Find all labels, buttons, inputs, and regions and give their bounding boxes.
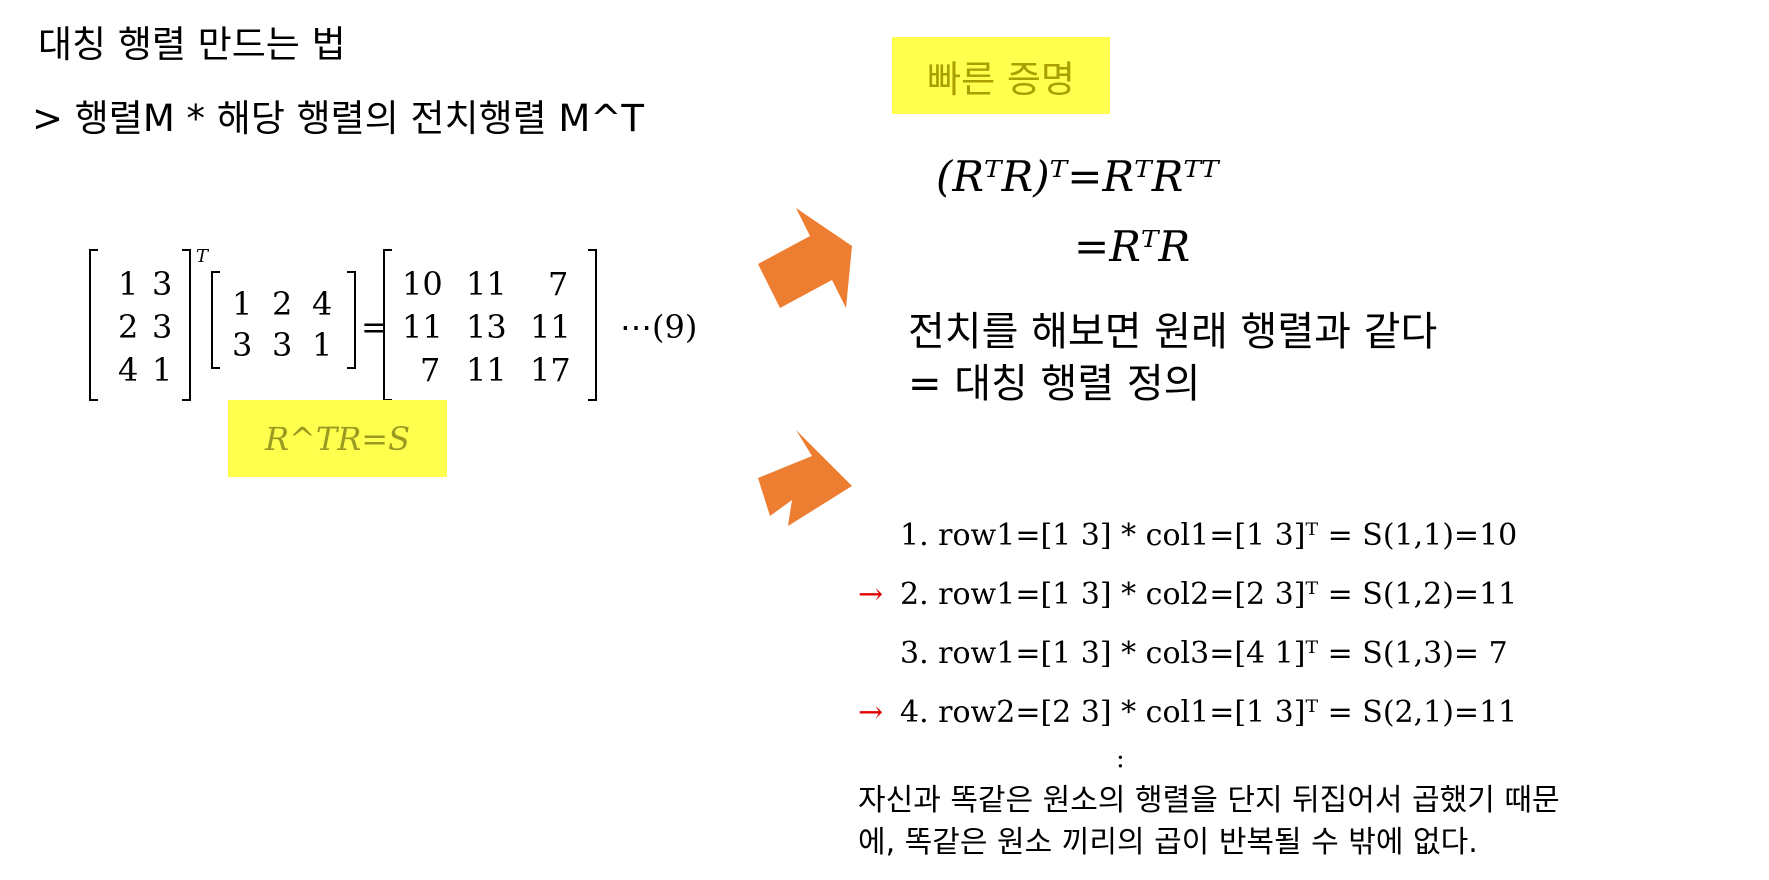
matrix-equals: =: [361, 308, 388, 346]
note-line-1: 자신과 똑같은 원소의 행렬을 단지 뒤집어서 곱했기 때문: [858, 783, 1560, 818]
red-arrow-icon: →: [858, 695, 884, 730]
proof-conclusion-1: 전치를 해보면 원래 행렬과 같다: [908, 309, 1438, 355]
proof-formula-line1: (RᵀR)ᵀ=RᵀRᵀᵀ: [936, 152, 1219, 201]
red-arrow-icon: →: [858, 577, 884, 612]
proof-formula-line2: =RᵀR: [1074, 222, 1191, 271]
matrix-c-2-1: 11: [466, 351, 507, 389]
matrix-c-0-1: 11: [466, 265, 507, 303]
matrix-a-1-0: 2: [118, 308, 138, 346]
matrix-b-0-1: 2: [272, 285, 292, 323]
equation-label: ⋯(9): [620, 308, 697, 346]
note: 자신과 똑같은 원소의 행렬을 단지 뒤집어서 곱했기 때문 에, 똑같은 원소…: [858, 780, 1758, 864]
matrix-c-2-2: 17: [530, 351, 571, 389]
orange-arrow-icon: [758, 430, 852, 526]
row-text: 3. row1=[1 3] * col3=[4 1]ᵀ = S(1,3)= 7: [900, 636, 1508, 671]
matrix-a-1-1: 3: [152, 308, 172, 346]
matrix-c-0-0: 10: [402, 265, 443, 303]
ellipsis: :: [1116, 744, 1125, 774]
orange-arrow-icon: [758, 208, 852, 308]
matrix-c-0-2: 7: [548, 265, 568, 303]
matrix-c-2-0: 7: [420, 351, 440, 389]
matrix-b-1-0: 3: [232, 326, 252, 364]
row-text: 2. row1=[1 3] * col2=[2 3]ᵀ = S(1,2)=11: [900, 577, 1518, 612]
matrix-c-1-0: 11: [402, 308, 443, 346]
matrix-a-sup: T: [196, 246, 210, 267]
matrix-c-1-1: 13: [466, 308, 507, 346]
matrix-equation: 1 3 2 3 4 1 T 1 2 4 3 3 1 = 10 11 7 11 1…: [89, 246, 697, 401]
matrix-b-1-2: 1: [312, 326, 332, 364]
page-title: 대칭 행렬 만드는 법: [38, 23, 346, 66]
matrix-b-0-2: 4: [312, 285, 332, 323]
matrix-a-2-1: 1: [152, 351, 172, 389]
page-subtitle: > 행렬M * 해당 행렬의 전치행렬 M^T: [32, 97, 644, 140]
matrix-a-0-0: 1: [118, 265, 138, 303]
proof-heading: 빠른 증명: [892, 37, 1110, 114]
row-text: 4. row2=[2 3] * col1=[1 3]ᵀ = S(2,1)=11: [900, 695, 1518, 730]
matrix-b-1-1: 3: [272, 326, 292, 364]
matrix-a-2-0: 4: [118, 351, 138, 389]
note-line-2: 에, 똑같은 원소 끼리의 곱이 반복될 수 밖에 없다.: [858, 825, 1478, 860]
matrix-b-0-0: 1: [232, 285, 252, 323]
matrix-a-0-1: 3: [152, 265, 172, 303]
equation-caption: R^TR=S: [228, 400, 447, 477]
row-text: 1. row1=[1 3] * col1=[1 3]ᵀ = S(1,1)=10: [900, 518, 1518, 553]
matrix-c-1-2: 11: [530, 308, 571, 346]
proof-conclusion-2: = 대칭 행렬 정의: [908, 361, 1201, 407]
